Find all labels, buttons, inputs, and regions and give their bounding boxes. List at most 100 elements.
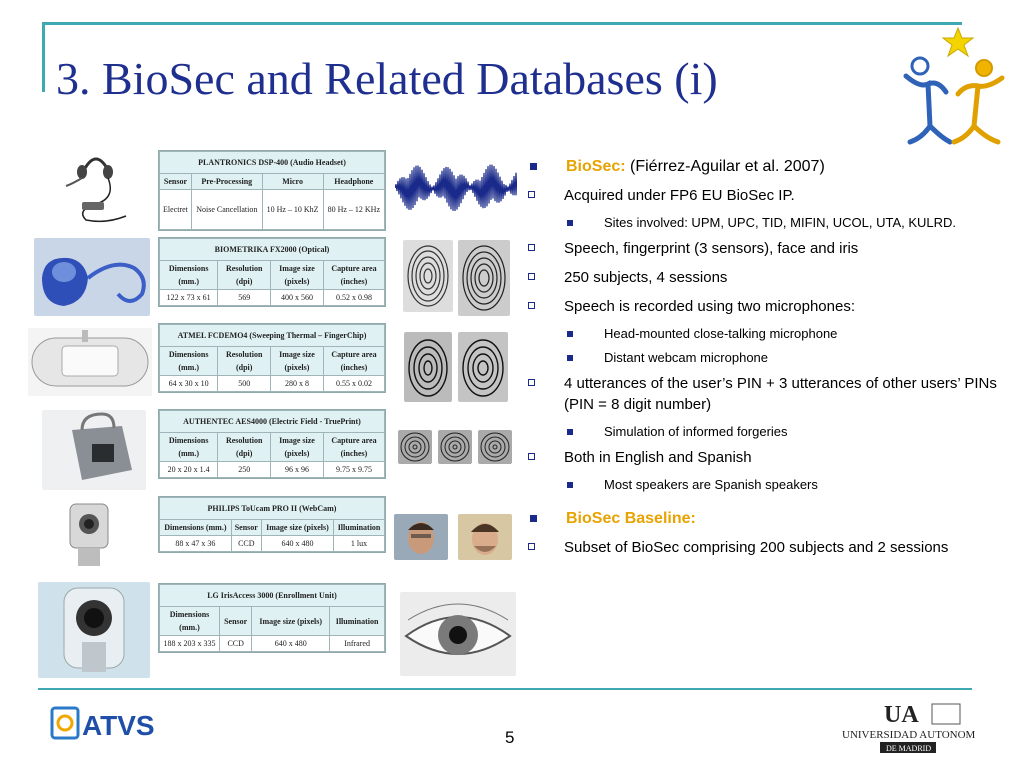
bullet-text: Speech, fingerprint (3 sensors), face an… <box>564 240 859 257</box>
fingerprint-image <box>458 240 510 316</box>
fingerprint-image <box>404 332 452 402</box>
fingerprint-image <box>478 430 512 464</box>
spec-header: Image size (pixels) <box>270 260 324 290</box>
bottom-rule <box>38 688 972 690</box>
optical-sensor-photo <box>34 238 150 316</box>
spec-table-headset: PLANTRONICS DSP-400 (Audio Headset) Sens… <box>158 150 386 231</box>
spec-table-optical: BIOMETRIKA FX2000 (Optical) Dimensions (… <box>158 237 386 307</box>
spec-cell: 122 x 73 x 61 <box>158 289 219 306</box>
atvs-logo: ATVS <box>50 706 155 741</box>
spec-cell: 188 x 203 x 335 <box>159 635 220 652</box>
bullet-baseline: BioSec Baseline: <box>528 508 998 529</box>
bullet-square-icon <box>567 482 573 488</box>
bullet-languages: Both in English and Spanish <box>490 447 998 468</box>
spec-header: Resolution (dpi) <box>217 260 272 290</box>
spec-cell: 0.55 x 0.02 <box>322 375 386 392</box>
spec-cell: 1 lux <box>333 535 385 552</box>
spec-cell: CCD <box>230 535 262 552</box>
bullet-text: Sites involved: UPM, UPC, TID, MIFIN, UC… <box>604 215 957 230</box>
bullet-square-icon <box>530 515 537 522</box>
bullet-text: Speech is recorded using two microphones… <box>564 298 855 315</box>
bullet-microphones: Speech is recorded using two microphones… <box>490 296 998 317</box>
spec-header: Image size (pixels) <box>270 346 324 376</box>
bullet-speakers: Most speakers are Spanish speakers <box>490 476 998 494</box>
headset-photo <box>56 150 134 226</box>
spec-title: BIOMETRIKA FX2000 (Optical) <box>159 238 385 261</box>
spec-header: Dimensions (mm.) <box>158 432 219 462</box>
uam-logo: UA UNIVERSIDAD AUTONOMA DE MADRID <box>842 702 975 753</box>
bullet-text: Head-mounted close-talking microphone <box>604 326 838 341</box>
page-number: 5 <box>505 728 515 747</box>
spec-header: Dimensions (mm.) <box>158 260 219 290</box>
biosec-label: BioSec: <box>566 158 626 175</box>
fingerprint-image <box>438 430 472 464</box>
spec-cell: 280 x 8 <box>270 375 324 392</box>
spec-cell: 88 x 47 x 36 <box>159 535 232 552</box>
left-rule <box>42 22 45 92</box>
fingerprint-image <box>403 240 453 312</box>
top-rule <box>42 22 962 25</box>
spec-cell: Electret <box>159 189 192 230</box>
bullet-square-icon <box>530 163 537 170</box>
spec-cell: 80 Hz – 12 KHz <box>322 189 386 230</box>
spec-header: Pre-Processing <box>190 173 263 190</box>
biosec-figures-logo <box>903 26 1005 145</box>
bullet-square-icon <box>567 331 573 337</box>
uam-logo-mark: UA <box>884 702 919 728</box>
spec-title: ATMEL FCDEMO4 (Sweeping Thermal – Finger… <box>159 324 385 347</box>
biosec-reference: (Fiérrez-Aguilar et al. 2007) <box>625 158 825 175</box>
spec-cell: 640 x 480 <box>251 635 331 652</box>
bullet-utterances: 4 utterances of the user’s PIN + 3 utter… <box>490 373 998 415</box>
spec-cell: 9.75 x 9.75 <box>322 461 386 478</box>
bullet-list: BioSec: (Fiérrez-Aguilar et al. 2007) Ac… <box>528 156 998 566</box>
bullet-text: 4 utterances of the user’s PIN + 3 utter… <box>564 375 997 413</box>
bullet-text: Simulation of informed forgeries <box>604 424 788 439</box>
spec-cell: 10 Hz – 10 KhZ <box>261 189 324 230</box>
speech-waveform <box>395 160 517 216</box>
spec-header: Sensor <box>218 606 253 636</box>
spec-header: Capture area (inches) <box>322 346 386 376</box>
bullet-hollow-square-icon <box>528 302 535 309</box>
spec-cell: Noise Cancellation <box>190 189 263 230</box>
fingerprint-image <box>458 332 508 402</box>
spec-cell: CCD <box>218 635 253 652</box>
spec-header: Sensor <box>159 173 192 190</box>
bullet-hollow-square-icon <box>528 543 535 550</box>
spec-cell: 250 <box>217 461 272 478</box>
bullet-hollow-square-icon <box>528 191 535 198</box>
spec-table-iris: LG IrisAccess 3000 (Enrollment Unit) Dim… <box>158 583 386 653</box>
spec-cell: Infrared <box>329 635 385 652</box>
spec-header: Illumination <box>333 519 385 536</box>
spec-header: Capture area (inches) <box>322 432 386 462</box>
spec-cell: 569 <box>217 289 272 306</box>
bullet-hollow-square-icon <box>528 244 535 251</box>
capacitive-sensor-photo <box>42 410 146 490</box>
bullet-modalities: Speech, fingerprint (3 sensors), face an… <box>490 238 998 259</box>
bullet-sites: Sites involved: UPM, UPC, TID, MIFIN, UC… <box>490 214 998 232</box>
baseline-label: BioSec Baseline: <box>566 510 696 527</box>
spec-title: PHILIPS ToUcam PRO II (WebCam) <box>159 497 385 520</box>
bullet-text: Distant webcam microphone <box>604 350 769 365</box>
fingerprint-image <box>398 430 432 464</box>
spec-header: Dimensions (mm.) <box>159 606 220 636</box>
bullet-baseline-desc: Subset of BioSec comprising 200 subjects… <box>490 537 998 558</box>
spec-header: Resolution (dpi) <box>217 346 272 376</box>
webcam-photo <box>64 500 114 570</box>
spec-header: Image size (pixels) <box>270 432 324 462</box>
spec-header: Resolution (dpi) <box>217 432 272 462</box>
spec-table-capacitive: AUTHENTEC AES4000 (Electric Field - True… <box>158 409 386 479</box>
bullet-text: Subset of BioSec comprising 200 subjects… <box>564 539 949 556</box>
bullet-text: Acquired under FP6 EU BioSec IP. <box>564 187 795 204</box>
spec-header: Dimensions (mm.) <box>159 519 232 536</box>
atvs-logo-text: ATVS <box>82 710 155 741</box>
spec-cell: 0.52 x 0.98 <box>322 289 386 306</box>
spec-cell: 96 x 96 <box>270 461 324 478</box>
bullet-subjects: 250 subjects, 4 sessions <box>490 267 998 288</box>
spec-header: Capture area (inches) <box>322 260 386 290</box>
bullet-square-icon <box>567 355 573 361</box>
spec-cell: 64 x 30 x 10 <box>158 375 219 392</box>
spec-cell: 400 x 560 <box>270 289 324 306</box>
spec-title: AUTHENTEC AES4000 (Electric Field - True… <box>159 410 385 433</box>
bullet-mic-webcam: Distant webcam microphone <box>490 349 998 367</box>
bullet-biosec: BioSec: (Fiérrez-Aguilar et al. 2007) <box>528 156 998 177</box>
